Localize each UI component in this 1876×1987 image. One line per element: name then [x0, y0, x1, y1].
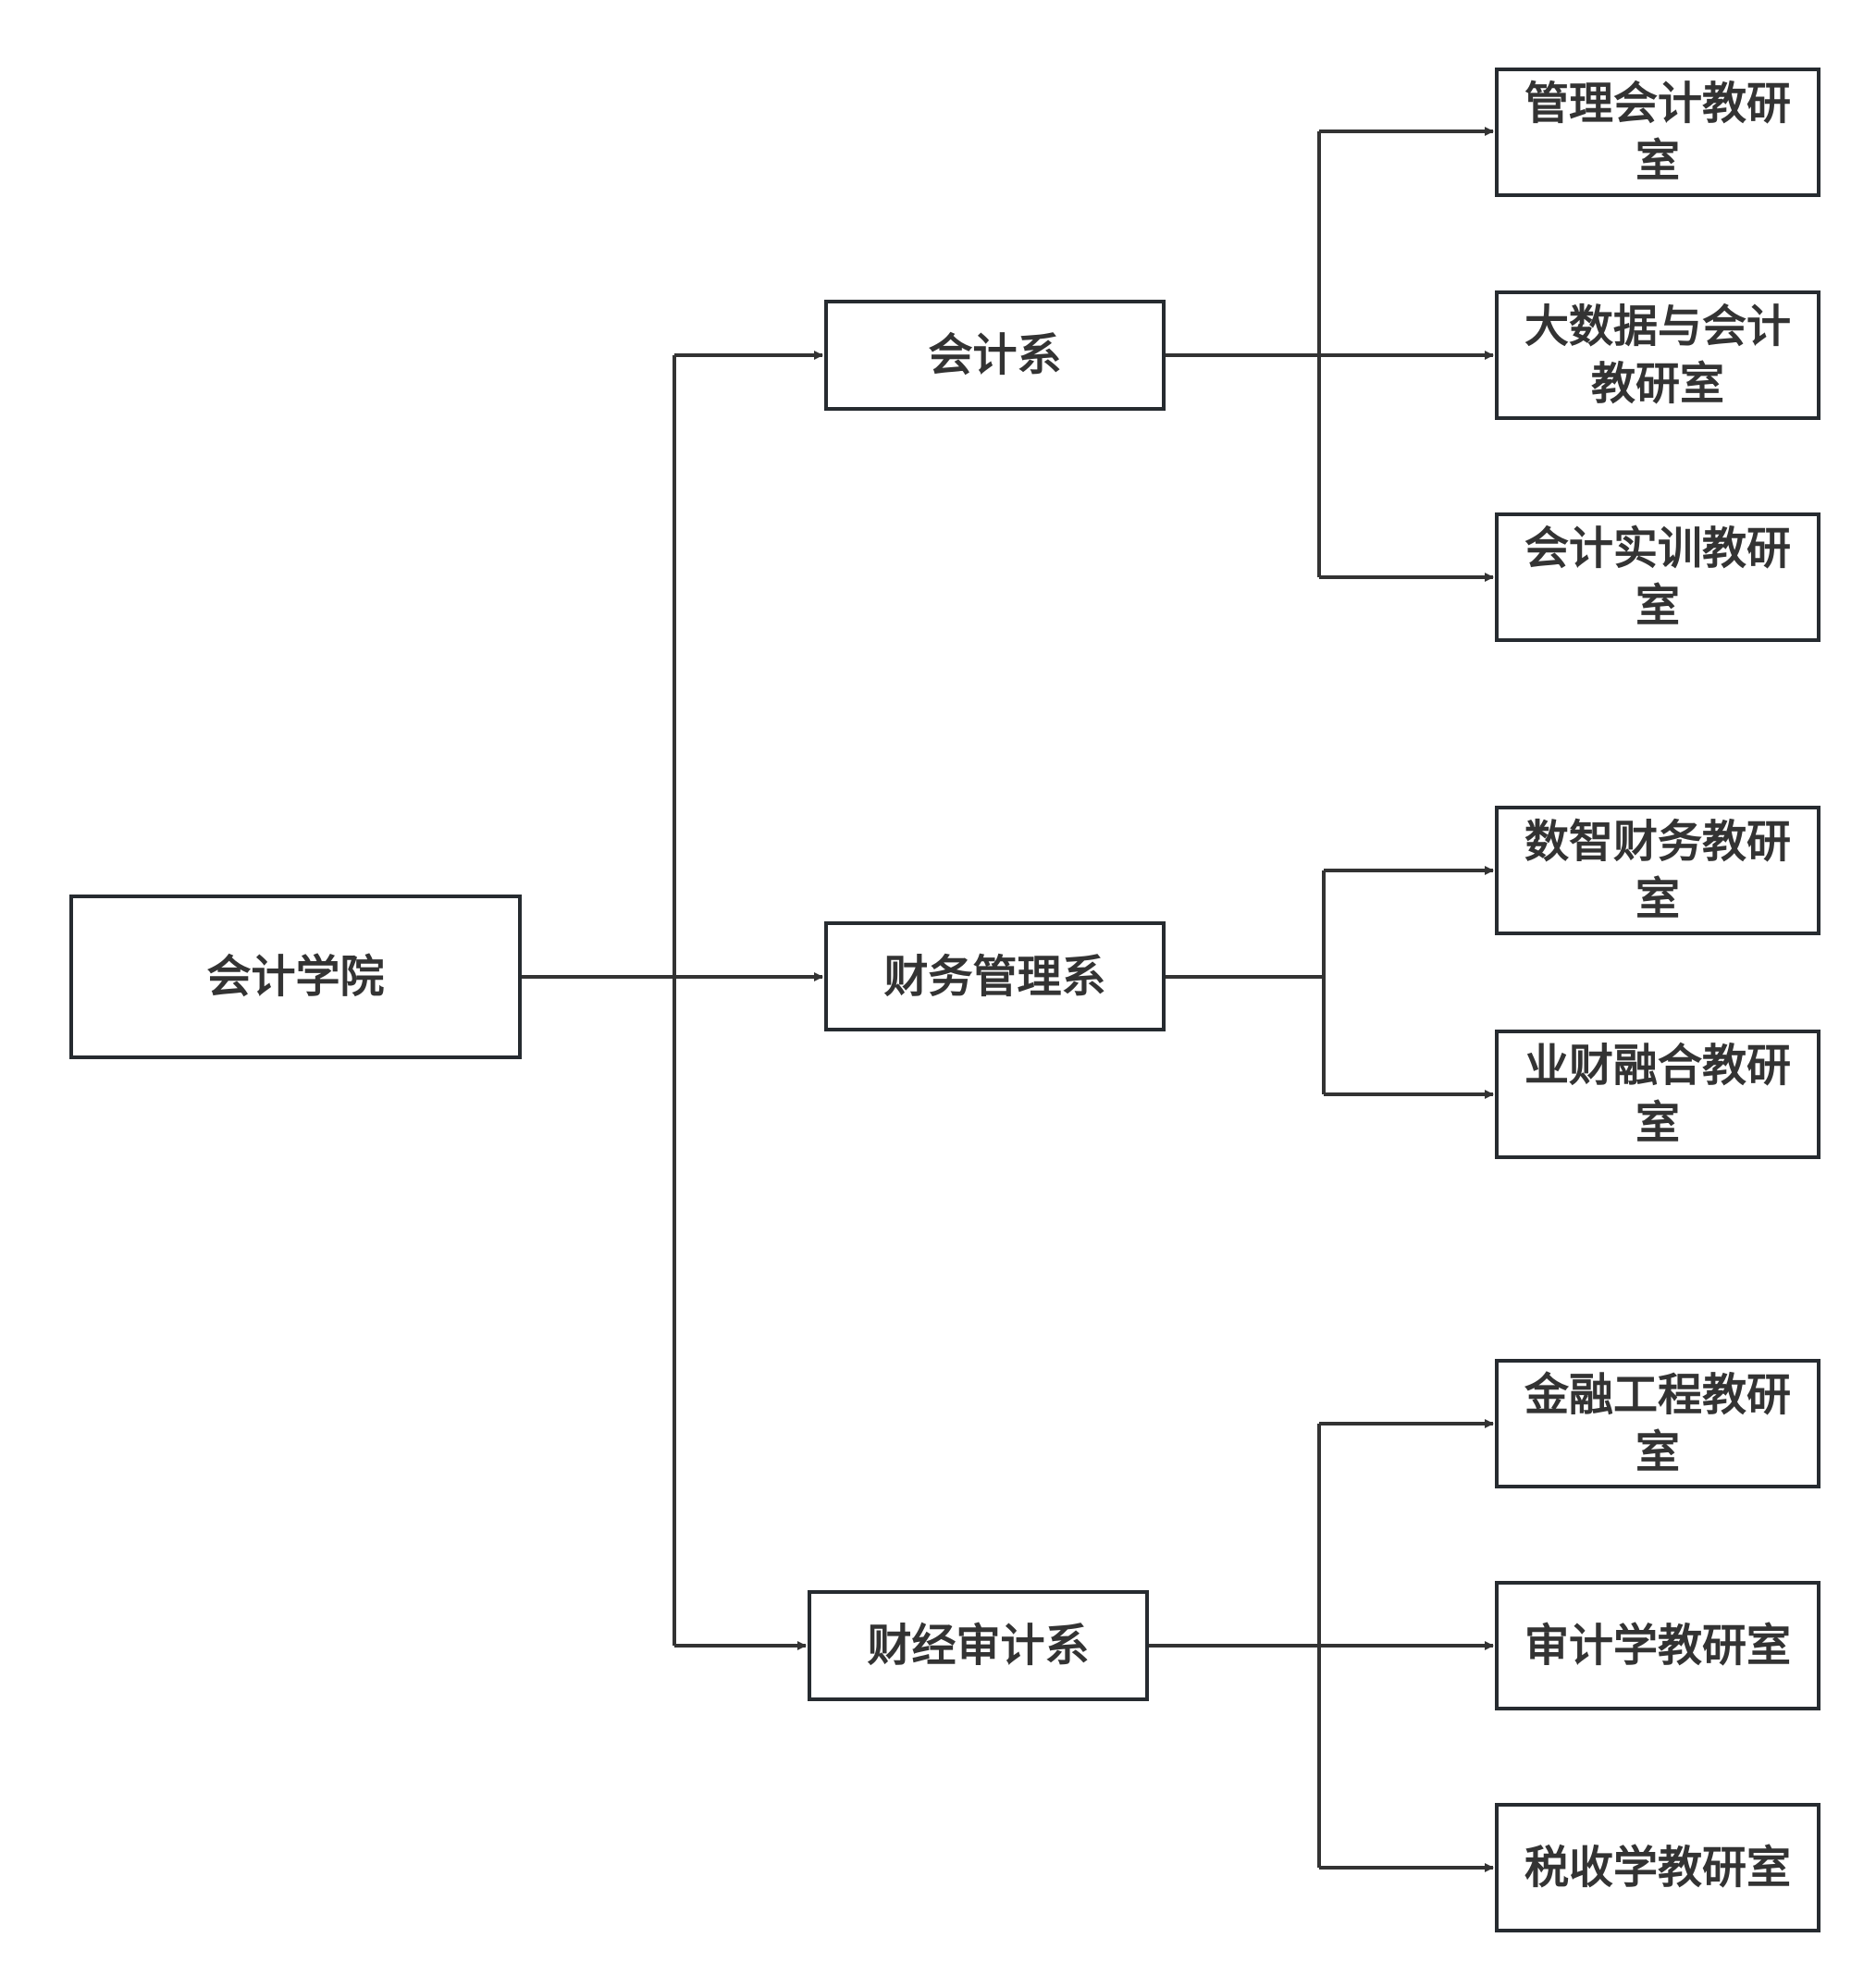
office-node: 金融工程教研室 — [1495, 1359, 1820, 1488]
office-node: 管理会计教研室 — [1495, 68, 1820, 197]
dept-label: 财务管理系 — [883, 950, 1106, 1003]
office-label: 金融工程教研室 — [1524, 1369, 1791, 1478]
root-node: 会计学院 — [69, 895, 522, 1059]
dept-label: 会计系 — [928, 329, 1062, 381]
office-label: 大数据与会计教研室 — [1524, 301, 1791, 410]
office-node: 数智财务教研室 — [1495, 806, 1820, 935]
office-node: 审计学教研室 — [1495, 1581, 1820, 1710]
office-node: 税收学教研室 — [1495, 1803, 1820, 1932]
office-label: 税收学教研室 — [1524, 1842, 1791, 1894]
office-label: 业财融合教研室 — [1524, 1040, 1791, 1149]
office-label: 审计学教研室 — [1524, 1620, 1791, 1672]
dept-label: 财经审计系 — [867, 1620, 1090, 1672]
office-node: 大数据与会计教研室 — [1495, 290, 1820, 420]
root-label: 会计学院 — [206, 951, 385, 1003]
dept-node-3: 财经审计系 — [808, 1590, 1149, 1701]
office-label: 管理会计教研室 — [1524, 78, 1791, 187]
dept-node-2: 财务管理系 — [824, 921, 1166, 1031]
office-label: 会计实训教研室 — [1524, 523, 1791, 632]
office-node: 会计实训教研室 — [1495, 512, 1820, 642]
office-label: 数智财务教研室 — [1524, 816, 1791, 925]
dept-node-1: 会计系 — [824, 300, 1166, 411]
office-node: 业财融合教研室 — [1495, 1030, 1820, 1159]
